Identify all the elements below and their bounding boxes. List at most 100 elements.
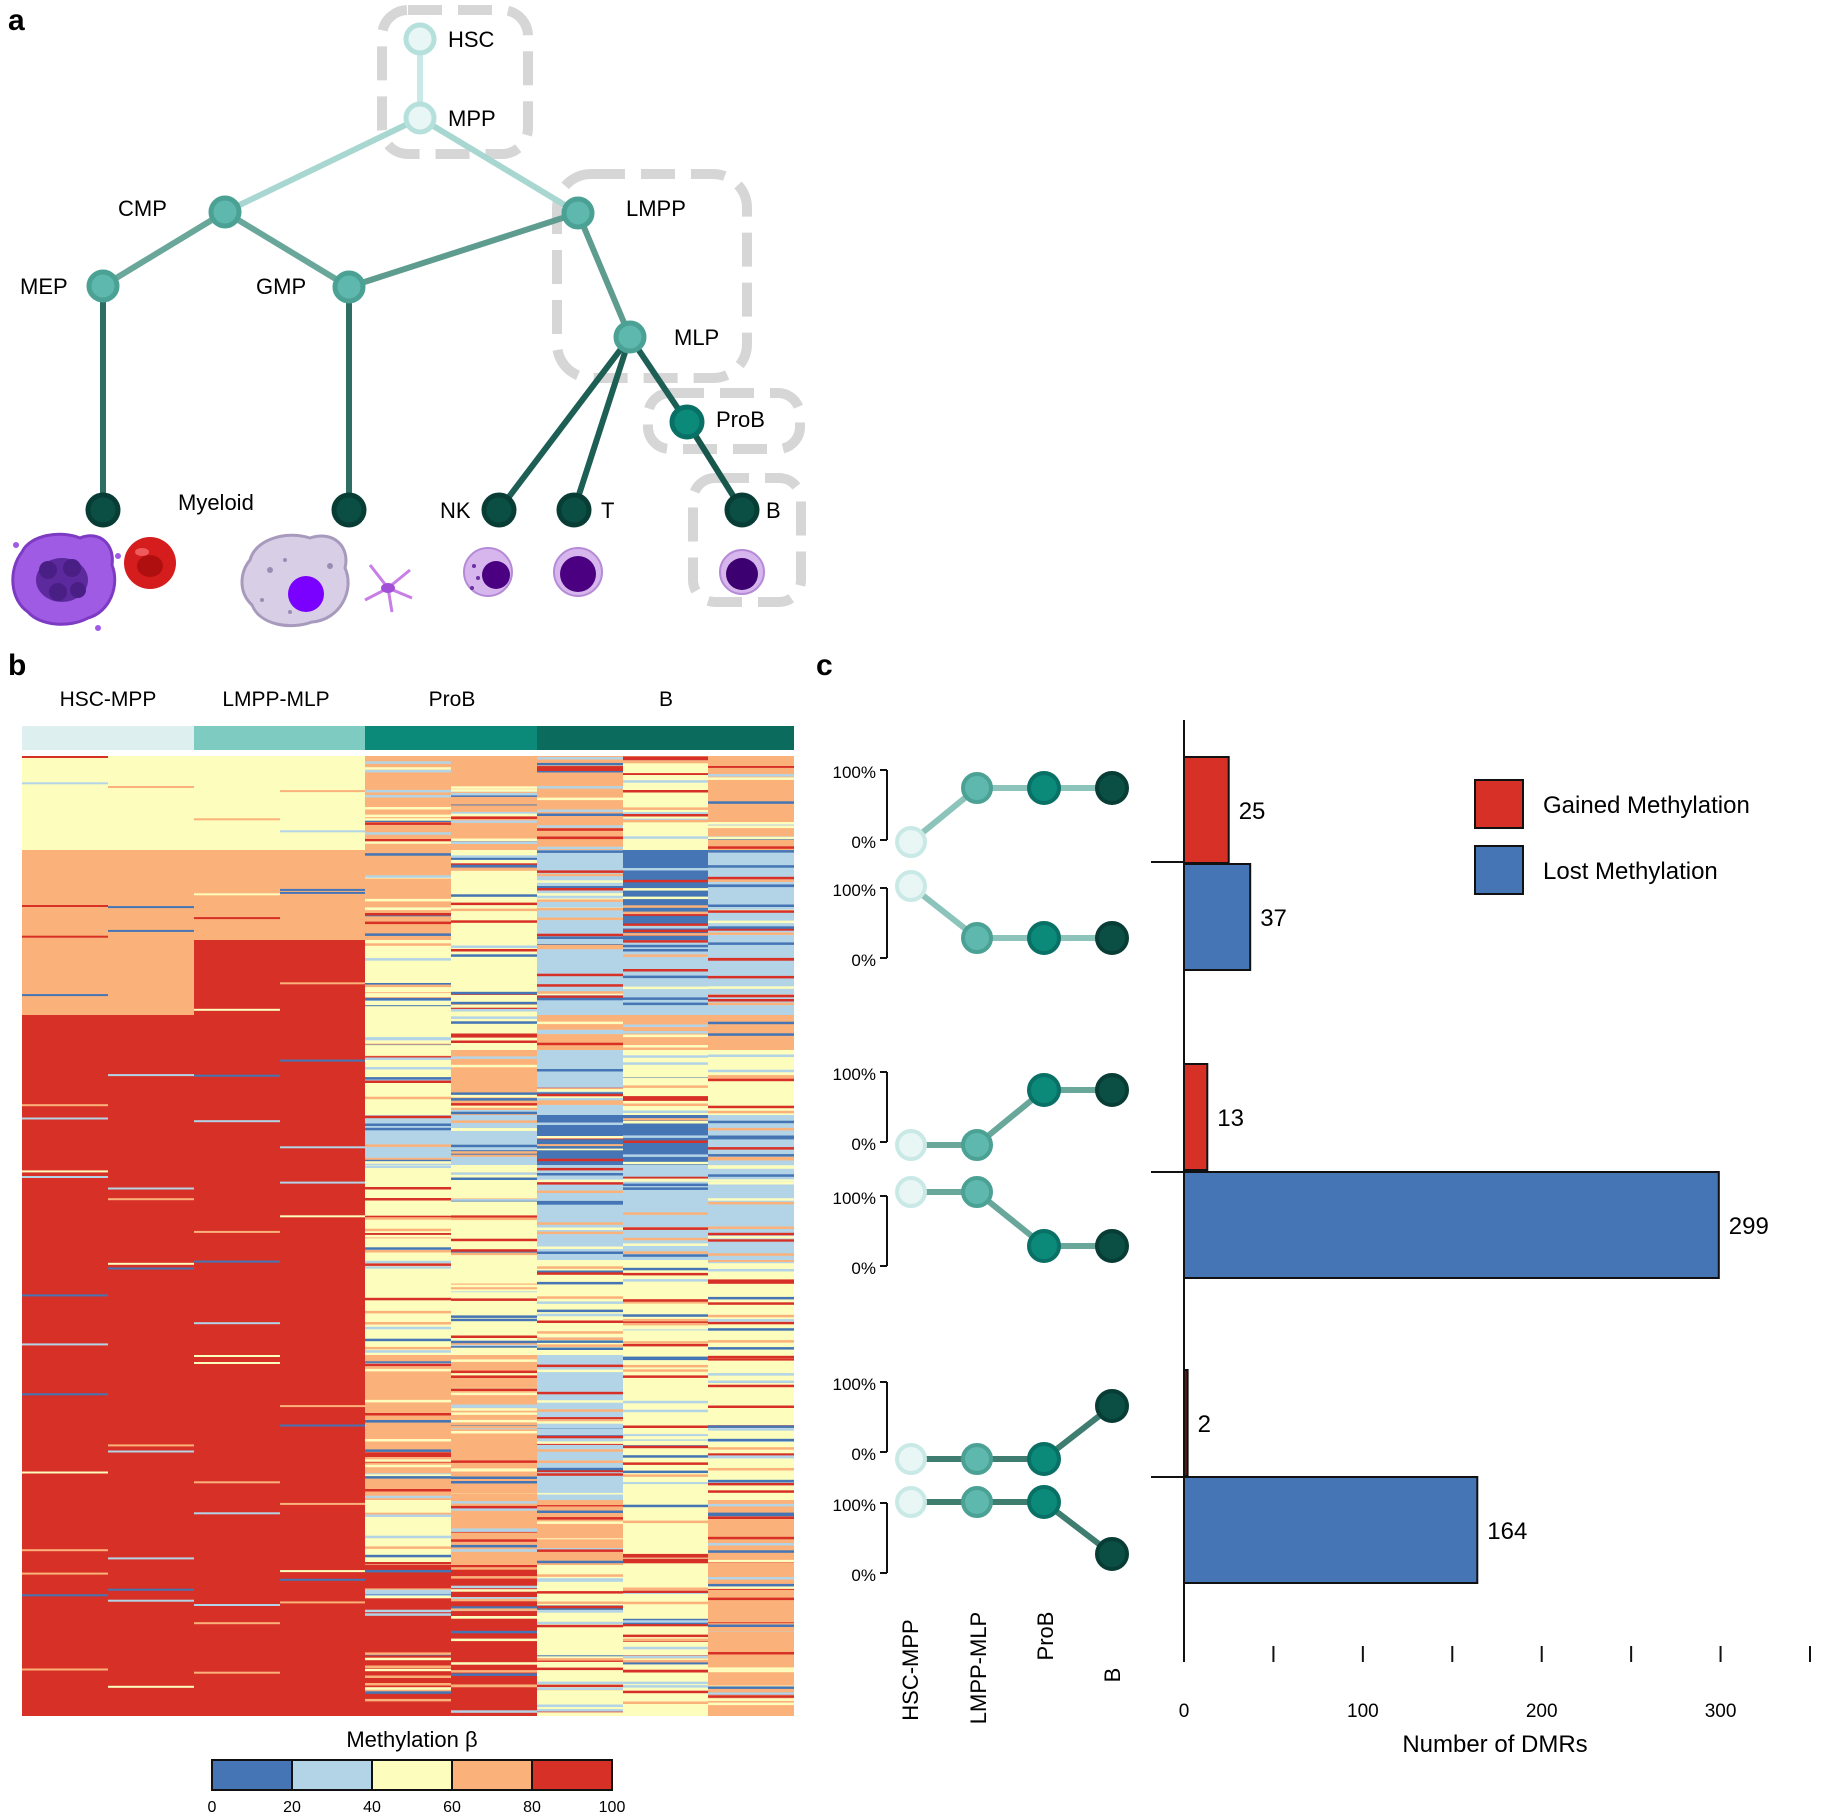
heatmap-stripe xyxy=(537,1270,623,1273)
heatmap-stripe xyxy=(708,1490,794,1493)
heatmap-stripe xyxy=(708,1054,794,1057)
heatmap-stripe xyxy=(623,1341,708,1344)
heatmap-stripe xyxy=(365,1489,451,1492)
label-hsc: HSC xyxy=(448,27,495,52)
heatmap-stripe xyxy=(365,807,451,810)
heatmap-stripe xyxy=(623,949,708,952)
heatmap-stripe xyxy=(537,1205,623,1208)
heatmap-stripe xyxy=(623,760,708,764)
heatmap-stripe xyxy=(194,917,280,920)
heatmap-stripe xyxy=(451,973,537,977)
heatmap-stripe xyxy=(623,757,708,761)
heatmap-stripe xyxy=(194,1512,280,1515)
heatmap-stripe xyxy=(22,1343,108,1346)
heatmap-stripe xyxy=(365,1591,451,1595)
heatmap-stripe xyxy=(537,1607,623,1610)
heatmap-stripe xyxy=(365,1307,451,1310)
heatmap-stripe xyxy=(537,1089,623,1092)
heatmap-stripe xyxy=(22,1668,108,1671)
heatmap-stripe xyxy=(280,1424,365,1427)
heatmap-stripe xyxy=(623,1154,708,1157)
panel-b: b HSC-MPP LMPP-MLP ProB B Methylation β … xyxy=(8,649,794,1816)
pct-low: 0% xyxy=(851,951,876,970)
heatmap-stripe xyxy=(365,1588,451,1591)
heatmap-stripe xyxy=(623,1254,708,1257)
highlight-hsc-mpp xyxy=(377,5,533,159)
heatmap-stripe xyxy=(708,1559,794,1563)
heatmap-stripe xyxy=(365,1691,451,1694)
heatmap-stripe xyxy=(194,1008,280,1011)
panel-label-a: a xyxy=(8,4,25,37)
heatmap-stripe xyxy=(537,973,623,977)
heatmap-stripe xyxy=(708,846,794,849)
heatmap-stripe xyxy=(537,1681,623,1685)
heatmap-stripe xyxy=(708,1669,794,1673)
heatmap-stripe xyxy=(280,1570,365,1573)
heatmap-stripe xyxy=(365,1683,451,1686)
highlight-boxes xyxy=(377,5,806,607)
heatmap-stripe xyxy=(537,1473,623,1476)
heatmap-stripe xyxy=(537,1095,623,1099)
heatmap-stripe xyxy=(451,1481,537,1484)
pct-low: 0% xyxy=(851,1259,876,1278)
heatmap-stripe xyxy=(537,1574,623,1577)
heatmap-stripe xyxy=(451,1598,537,1602)
heatmap-stripe xyxy=(451,1549,537,1552)
heatmap-stripe xyxy=(708,1516,794,1519)
heatmap-stripe xyxy=(365,1361,451,1364)
node-lmpp xyxy=(561,196,595,230)
heatmap-stripe xyxy=(365,1319,451,1322)
heatmap-stripe xyxy=(451,1056,537,1059)
heatmap-stripe xyxy=(537,944,623,948)
heatmap-block xyxy=(280,850,365,940)
heatmap-stripe xyxy=(451,1105,537,1108)
heatmap-stripe xyxy=(537,762,623,766)
pattern-gain-b: 100% 0% xyxy=(833,1375,1129,1476)
heatmap-block xyxy=(22,1355,108,1500)
heatmap-stripe xyxy=(623,969,708,972)
heatmap-stripe xyxy=(22,1549,108,1552)
heatmap-stripe xyxy=(623,836,708,839)
legend-label-lost: Lost Methylation xyxy=(1543,858,1718,885)
heatmap-stripe xyxy=(451,1630,537,1634)
bar-value-label: 2 xyxy=(1198,1411,1211,1438)
heatmap-stripe xyxy=(623,1474,708,1477)
heatmap-stripe xyxy=(537,933,623,937)
heatmap-stripe xyxy=(194,1671,280,1674)
heatmap-stripe xyxy=(623,1052,708,1056)
heatmap-stripe xyxy=(708,1154,794,1157)
heatmap-stripe xyxy=(623,979,708,982)
heatmap-stripe xyxy=(708,1156,794,1160)
heatmap-stripe xyxy=(451,1111,537,1115)
heatmap-stripe xyxy=(623,1690,708,1694)
nk-cell-illustration xyxy=(463,547,513,597)
heatmap-block xyxy=(537,1500,623,1565)
heatmap-stripe xyxy=(708,1652,794,1655)
heatmap-stripe xyxy=(194,1227,280,1230)
heatmap-stripe xyxy=(537,917,623,921)
heatmap-stripe xyxy=(537,899,623,902)
heatmap-stripe xyxy=(451,868,537,871)
edge-cmp-gmp xyxy=(222,209,352,290)
heatmap-stripe xyxy=(708,1075,794,1078)
heatmap-stripe xyxy=(708,876,794,880)
heatmap-stripe xyxy=(708,1702,794,1706)
heatmap-stripe xyxy=(623,1237,708,1241)
heatmap-stripe xyxy=(623,1138,708,1142)
heatmap-stripe xyxy=(623,1623,708,1627)
edge-cmp-mep xyxy=(100,209,228,289)
heatmap-stripe xyxy=(451,1092,537,1095)
heatmap-stripe xyxy=(451,1529,537,1532)
heatmap-stripe xyxy=(708,1269,794,1272)
heatmap-stripe xyxy=(365,1593,451,1596)
heatmap-stripe xyxy=(451,908,537,912)
heatmap-stripe xyxy=(451,816,537,819)
heatmap-stripe xyxy=(708,1253,794,1256)
heatmap-stripe xyxy=(22,994,108,997)
edge-mpp-cmp xyxy=(222,115,423,215)
heatmap-block xyxy=(708,1015,794,1050)
heatmap-stripe xyxy=(451,1567,537,1570)
heatmap-stripe xyxy=(365,1557,451,1560)
heatmap-stripe xyxy=(537,1200,623,1204)
heatmap-stripe xyxy=(451,902,537,906)
